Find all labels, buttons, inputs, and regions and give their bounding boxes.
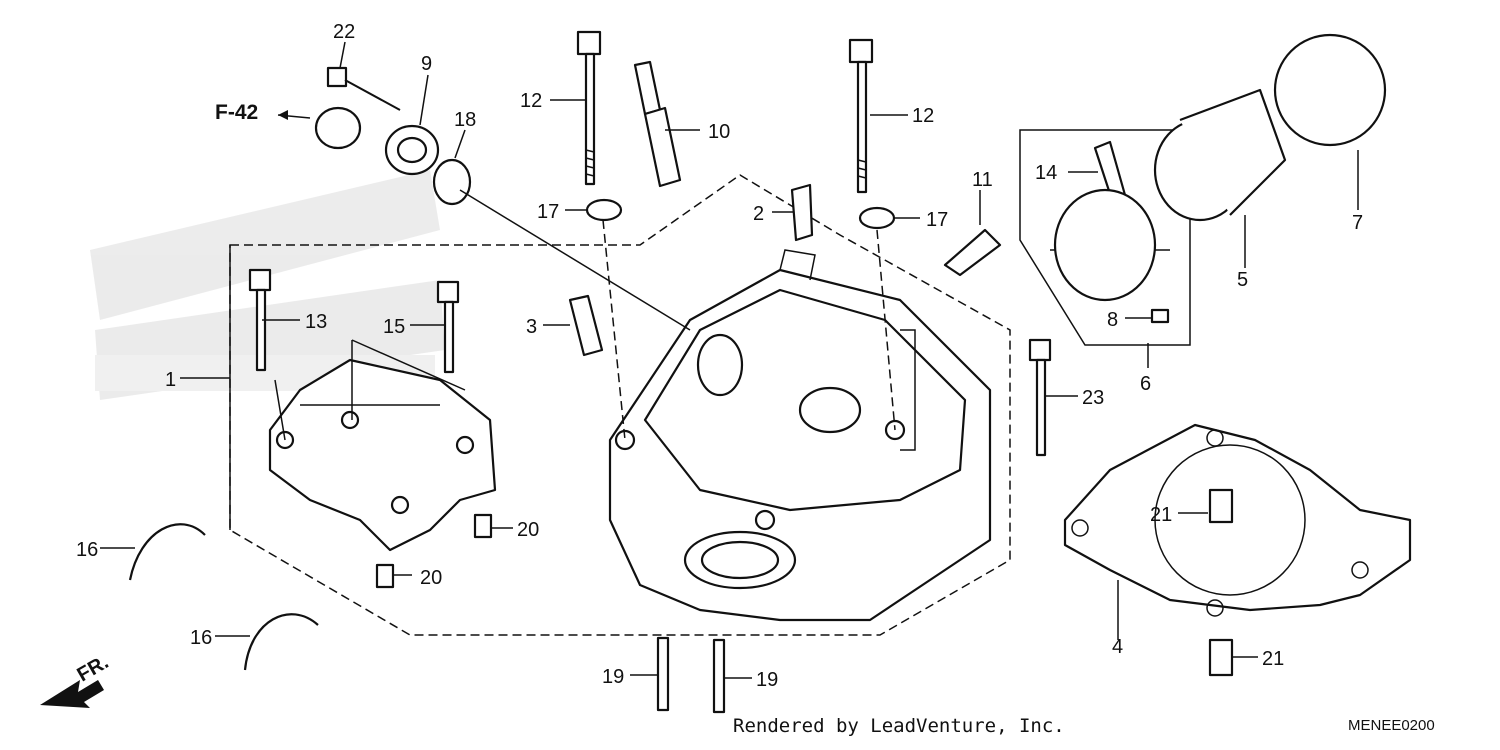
callout-16-lower: 16 [190,627,212,649]
stud-19-right [712,638,726,714]
washer-17-right [858,206,896,230]
clip-8 [1150,308,1170,324]
dowel-20-upper [473,513,493,539]
callout-21-upper: 21 [1150,504,1172,526]
callout-12-left: 12 [520,90,542,112]
render-credit: Rendered by LeadVenture, Inc. [733,715,1065,737]
gasket-4 [1063,423,1412,617]
stud-19-left [656,636,670,712]
bolt-23 [1028,338,1052,457]
callout-21-lower: 21 [1262,648,1284,670]
bolt-22 [326,66,401,111]
callout-8: 8 [1107,309,1118,331]
callout-14: 14 [1035,162,1057,184]
dowel-21-bottom [1208,638,1234,677]
insulator-5 [1153,88,1287,222]
reference-label: F-42 [215,101,258,124]
callout-3: 3 [526,316,537,338]
callout-19-left: 19 [602,666,624,688]
callout-4: 4 [1112,636,1123,658]
callout-10: 10 [708,121,730,143]
spark-plug [633,60,682,188]
dowel-3 [568,294,604,357]
washer-17-left [585,198,623,222]
callout-13: 13 [305,311,327,333]
plug-cap [314,106,362,150]
callout-12-right: 12 [912,105,934,127]
callout-22: 22 [333,21,355,43]
ring-16-lower [243,613,319,671]
diagram-code: MENEE0200 [1348,717,1435,734]
callout-16-upper: 16 [76,539,98,561]
bolt-12-right [848,38,874,194]
callout-19-right: 19 [756,669,778,691]
callout-6: 6 [1140,373,1151,395]
callout-5: 5 [1237,269,1248,291]
callout-20-lower: 20 [420,567,442,589]
callout-17-right: 17 [926,209,948,231]
bolt-15 [436,280,460,374]
callout-7: 7 [1352,212,1363,234]
bolt-12-left [576,30,602,186]
dowel-2 [790,183,814,242]
callout-9: 9 [421,53,432,75]
sensor-11 [943,228,1002,277]
flange-9 [384,124,440,176]
camshaft-holder [268,358,497,552]
callout-2: 2 [753,203,764,225]
o-ring-18 [432,158,472,206]
bolt-13 [248,268,272,372]
callout-17-left: 17 [537,201,559,223]
band-7 [1273,33,1387,147]
band-6 [1053,188,1157,302]
cylinder-head [608,249,992,622]
dowel-21-top [1208,488,1234,524]
front-direction-arrow-icon [40,680,104,708]
callout-15: 15 [383,316,405,338]
leader-lines [100,41,1359,679]
reference-arrow-icon [278,110,288,120]
callout-18: 18 [454,109,476,131]
callout-23: 23 [1082,387,1104,409]
callout-20-upper: 20 [517,519,539,541]
ring-16-upper [128,523,206,581]
callout-1: 1 [165,369,176,391]
dowel-20-lower [375,563,395,589]
callout-11: 11 [972,169,993,191]
callout-numbers: 1 2 3 4 5 6 7 8 9 10 11 12 12 13 14 15 1… [76,21,1363,691]
